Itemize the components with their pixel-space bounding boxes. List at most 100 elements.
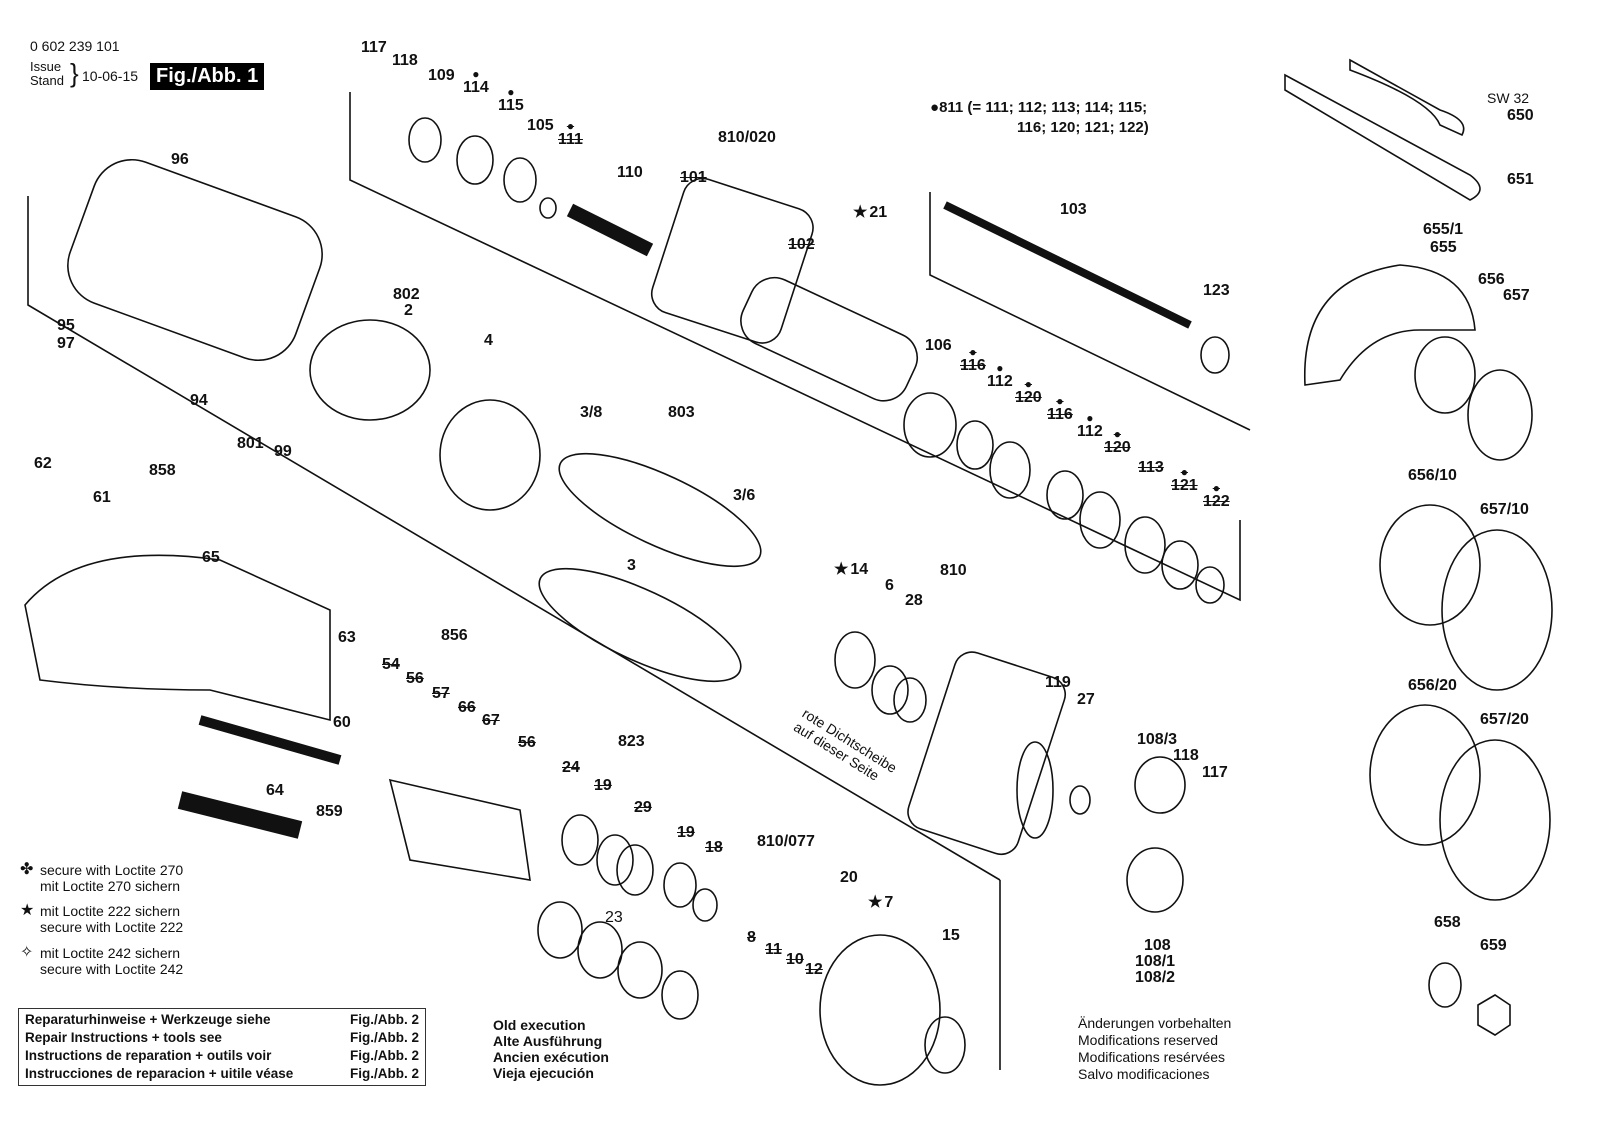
part-label[interactable]: 108/3 xyxy=(1137,731,1178,748)
part-label[interactable]: 858 xyxy=(149,462,176,479)
part-label[interactable]: 21 xyxy=(853,205,887,221)
part-label[interactable]: 123 xyxy=(1203,282,1230,299)
part-label[interactable]: 655 xyxy=(1430,239,1457,256)
part-label[interactable]: 96 xyxy=(171,151,189,168)
part-label[interactable]: 101 xyxy=(680,169,707,186)
part-label[interactable]: 108 xyxy=(1144,937,1171,954)
part-label[interactable]: 95 xyxy=(57,317,75,334)
part-label[interactable]: 64 xyxy=(266,782,284,799)
part-label[interactable]: 18 xyxy=(705,839,723,856)
repair-ref[interactable]: Fig./Abb. 2 xyxy=(350,1030,419,1045)
part-label[interactable]: 11 xyxy=(765,941,782,958)
part-label[interactable]: 122 xyxy=(1203,482,1230,510)
part-label[interactable]: 117 xyxy=(1202,764,1228,781)
part-label[interactable]: 28 xyxy=(905,592,923,609)
part-label[interactable]: 117 xyxy=(361,39,387,56)
part-label[interactable]: 57 xyxy=(432,685,450,702)
part-label[interactable]: 803 xyxy=(668,404,695,421)
part-label[interactable]: 810 xyxy=(940,562,967,579)
part-label[interactable]: 14 xyxy=(834,562,868,578)
part-label[interactable]: 94 xyxy=(190,392,208,409)
part-label[interactable]: 810/020 xyxy=(718,129,776,146)
part-label[interactable]: 7 xyxy=(868,895,893,911)
part-label[interactable]: 114 xyxy=(463,68,489,96)
part-label[interactable]: 121 xyxy=(1171,466,1198,494)
part-label[interactable]: 4 xyxy=(484,332,493,349)
part-label[interactable]: 56 xyxy=(518,734,536,751)
part-label[interactable]: 112 xyxy=(987,362,1013,390)
part-label[interactable]: 655/1 xyxy=(1423,221,1464,238)
part-label[interactable]: 99 xyxy=(274,443,292,460)
part-label[interactable]: 115 xyxy=(498,86,524,114)
part-label[interactable]: 97 xyxy=(57,335,75,352)
part-label[interactable]: 657/10 xyxy=(1480,501,1529,518)
part-label[interactable]: 60 xyxy=(333,714,351,731)
part-label[interactable]: 823 xyxy=(618,733,645,750)
part-label[interactable]: 801 xyxy=(237,435,264,452)
wrench-651 xyxy=(1284,73,1481,201)
part-label[interactable]: 657 xyxy=(1503,287,1530,304)
part-label[interactable]: 12 xyxy=(805,961,823,978)
part-label[interactable]: 66 xyxy=(458,699,476,716)
part-label[interactable]: 63 xyxy=(338,629,356,646)
part-label[interactable]: 650 xyxy=(1507,107,1534,124)
part-label[interactable]: 67 xyxy=(482,712,500,729)
part-label[interactable]: 658 xyxy=(1434,914,1461,931)
part-label[interactable]: 120 xyxy=(1104,428,1131,456)
part-label[interactable]: 27 xyxy=(1077,691,1095,708)
part-label[interactable]: 2 xyxy=(404,302,413,319)
part-label[interactable]: 65 xyxy=(202,549,220,566)
part-label[interactable]: 10 xyxy=(786,951,804,968)
legend-text: secure with Loctite 222 xyxy=(40,919,184,935)
part-label[interactable]: 20 xyxy=(840,869,858,886)
part-label[interactable]: 108/1 xyxy=(1135,953,1176,970)
part-label[interactable]: 810/077 xyxy=(757,833,815,850)
part-label[interactable]: 118 xyxy=(392,52,418,69)
part-label[interactable]: 3/6 xyxy=(733,487,756,504)
part-label[interactable]: 56 xyxy=(406,670,424,687)
part-label[interactable]: 6 xyxy=(885,577,894,594)
part-label[interactable]: 3/8 xyxy=(580,404,603,421)
part-label[interactable]: 657/20 xyxy=(1480,711,1529,728)
part-label[interactable]: 656/10 xyxy=(1408,467,1457,484)
part-label[interactable]: 62 xyxy=(34,455,52,472)
part-label[interactable]: 102 xyxy=(788,236,815,253)
part-label[interactable]: 120 xyxy=(1015,378,1042,406)
part-label[interactable]: 19 xyxy=(594,777,612,794)
part-label[interactable]: 61 xyxy=(93,489,111,506)
part-label[interactable]: 103 xyxy=(1060,201,1087,218)
repair-ref[interactable]: Fig./Abb. 2 xyxy=(350,1066,419,1081)
part-label[interactable]: 8 xyxy=(747,929,756,946)
part-label[interactable]: 118 xyxy=(1173,747,1199,764)
part-label[interactable]: 802 xyxy=(393,286,420,303)
part-label[interactable]: 29 xyxy=(634,799,652,816)
repair-ref[interactable]: Fig./Abb. 2 xyxy=(350,1012,419,1027)
modifications-note: Änderungen vorbehalten Modifications res… xyxy=(1078,1015,1231,1083)
part-label[interactable]: 856 xyxy=(441,627,468,644)
legend-text: secure with Loctite 242 xyxy=(40,961,184,977)
part-label[interactable]: 112 xyxy=(1077,412,1103,440)
part-label[interactable]: 119 xyxy=(1045,674,1071,691)
part-label[interactable]: 116 xyxy=(1047,395,1073,423)
part-label[interactable]: 116 xyxy=(960,346,986,374)
part-label[interactable]: 23 xyxy=(605,909,623,926)
part-label[interactable]: 106 xyxy=(925,337,952,354)
star-icon: ★ xyxy=(20,902,35,919)
part-label[interactable]: 659 xyxy=(1480,937,1507,954)
part-label[interactable]: 111 xyxy=(558,120,583,148)
part-label[interactable]: 656 xyxy=(1478,271,1505,288)
repair-ref[interactable]: Fig./Abb. 2 xyxy=(350,1048,419,1063)
part-label[interactable]: 859 xyxy=(316,803,343,820)
part-label[interactable]: 19 xyxy=(677,824,695,841)
part-label[interactable]: 105 xyxy=(527,117,554,134)
part-label[interactable]: 3 xyxy=(627,557,636,574)
part-label[interactable]: 54 xyxy=(382,656,400,673)
part-label[interactable]: 109 xyxy=(428,67,455,84)
part-label[interactable]: 15 xyxy=(942,927,960,944)
part-label[interactable]: 651 xyxy=(1507,171,1534,188)
part-label[interactable]: 113 xyxy=(1138,459,1164,476)
part-label[interactable]: 110 xyxy=(617,164,643,181)
part-label[interactable]: 656/20 xyxy=(1408,677,1457,694)
part-label[interactable]: 24 xyxy=(562,759,580,776)
part-label[interactable]: 108/2 xyxy=(1135,969,1176,986)
